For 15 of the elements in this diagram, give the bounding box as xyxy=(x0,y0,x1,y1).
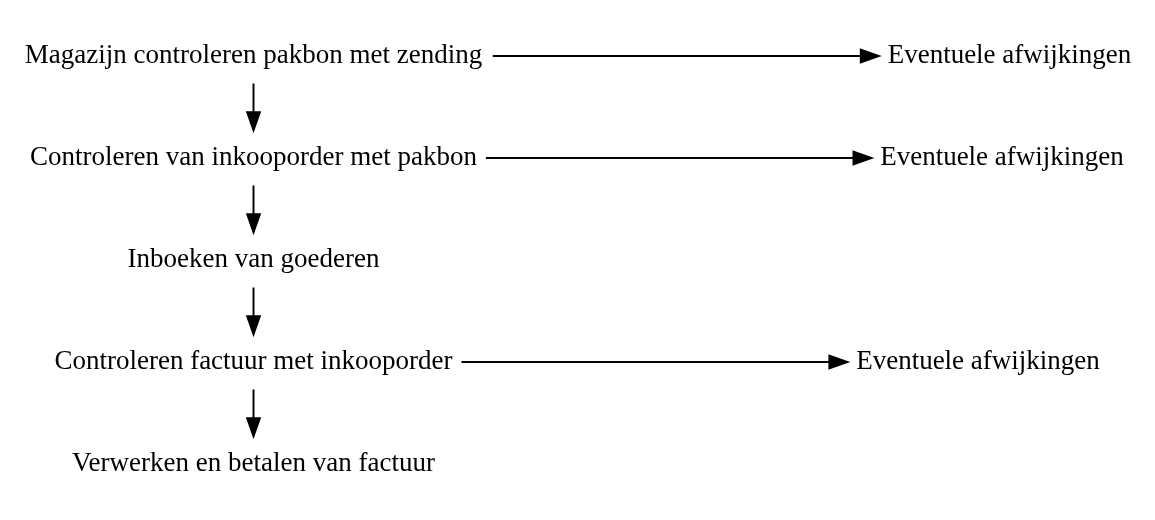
node-text: Controleren van inkooporder met pakbon xyxy=(30,140,477,171)
arrow xyxy=(484,150,875,166)
arrow xyxy=(245,184,262,236)
node-text: Eventuele afwijkingen xyxy=(880,140,1124,171)
arrow xyxy=(245,388,262,440)
arrow xyxy=(460,354,851,370)
node-text: Controleren factuur met inkooporder xyxy=(54,344,453,375)
node-text: Magazijn controleren pakbon met zending xyxy=(24,38,483,69)
arrow xyxy=(245,286,262,338)
node-text: Eventuele afwijkingen xyxy=(887,38,1132,69)
node-text: Inboeken van goederen xyxy=(127,242,380,273)
node-text: Verwerken en betalen van factuur xyxy=(72,446,435,477)
node-text: Eventuele afwijkingen xyxy=(856,344,1100,375)
arrow xyxy=(491,48,882,64)
arrow xyxy=(245,82,262,134)
